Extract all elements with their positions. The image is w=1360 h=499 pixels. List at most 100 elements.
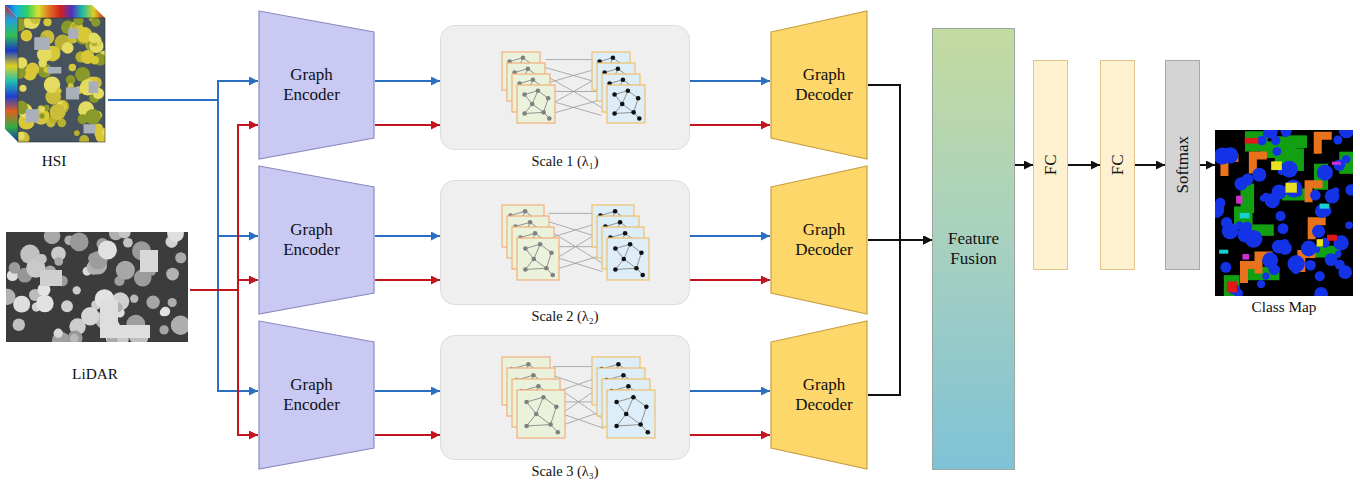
graph-vertex [644, 405, 649, 410]
graph-frame [517, 238, 559, 280]
connector [375, 80, 440, 82]
scale-panel-graphic [440, 180, 690, 305]
graph-edge [617, 425, 641, 426]
graph-edge [534, 259, 547, 268]
node-label: Scale 2 (λ₂) [440, 308, 690, 325]
graph-edge [636, 253, 641, 269]
graph-vertex [538, 242, 543, 247]
tree-return [13, 319, 25, 331]
tree-return [70, 233, 89, 252]
graph-edge [534, 244, 540, 259]
tree-return [70, 334, 79, 342]
class-patch [1240, 213, 1250, 218]
lidar-ground [6, 232, 188, 342]
tree-return [13, 296, 30, 313]
graph-vertex [556, 430, 561, 435]
graph-decoder: Graph Decoder [770, 10, 868, 160]
tree-return [81, 307, 99, 325]
graph-edge [641, 407, 647, 425]
graph-vertex [612, 92, 617, 97]
class-patch [1290, 258, 1299, 267]
tree-return [118, 232, 130, 239]
class-patch [1314, 247, 1320, 253]
connector [1068, 164, 1100, 166]
tree-crown [18, 57, 27, 68]
trapezoid-outline [259, 166, 374, 314]
connector [1200, 164, 1215, 166]
graph-layer [517, 390, 565, 438]
panel-background [441, 26, 690, 150]
class-patch [1242, 254, 1249, 259]
building [48, 67, 62, 74]
tree-return [161, 307, 171, 317]
class-patch [1339, 130, 1353, 138]
tree-return [171, 316, 188, 335]
class-map-image [1208, 123, 1360, 302]
building [84, 124, 96, 133]
tree-crown [79, 135, 89, 142]
graph-vertex [522, 92, 527, 97]
tree-crown [62, 42, 74, 54]
graph-vertex [618, 220, 623, 225]
tree-return [160, 309, 168, 317]
map-ground [1215, 130, 1353, 296]
class-patch [1242, 222, 1252, 232]
building-return [140, 250, 158, 272]
connector [868, 85, 932, 240]
graph-vertex [531, 373, 536, 378]
graph-vertex [626, 88, 631, 93]
graph-edge [615, 268, 636, 269]
class-patch [1345, 222, 1353, 230]
graph-layer [517, 85, 555, 123]
graph-vertex [534, 412, 539, 417]
connector [1135, 164, 1165, 166]
graph-vertex [614, 400, 619, 405]
class-patch [1317, 239, 1323, 246]
node-label: LiDAR [0, 365, 190, 383]
class-patch [1315, 271, 1325, 281]
graph-vertex [631, 110, 636, 115]
tree-crown [18, 132, 25, 140]
node-label: FC [1041, 155, 1061, 176]
class-patch [1262, 273, 1269, 280]
class-patch [1222, 147, 1238, 163]
class-patch [1327, 235, 1337, 241]
trapezoid-outline [259, 11, 374, 159]
connector [690, 124, 770, 126]
tree-crown [50, 104, 66, 120]
building [34, 37, 50, 50]
graph-vertex [628, 242, 633, 247]
graph-vertex [544, 266, 549, 271]
connector [190, 290, 258, 435]
class-patch [1287, 255, 1304, 272]
graph-vertex [616, 362, 621, 367]
graph-frame [607, 85, 645, 123]
connector [108, 81, 258, 100]
class-patch [1215, 198, 1225, 208]
connector [690, 80, 770, 82]
class-patch [1236, 196, 1242, 204]
graph-frame [517, 390, 565, 438]
panel-background [441, 336, 690, 460]
class-patch [1278, 223, 1289, 234]
graph-edge [527, 414, 537, 426]
class-patch [1310, 190, 1321, 201]
graph-vertex [639, 250, 644, 255]
graph-vertex [530, 102, 535, 107]
node-label: FC [1108, 155, 1128, 176]
connector [375, 235, 440, 237]
node-label: Graph Encoder [276, 375, 348, 414]
tree-crown [74, 18, 84, 26]
class-patch [1314, 287, 1328, 296]
connector [690, 390, 770, 392]
tree-crown [91, 18, 100, 27]
graph-edge [543, 397, 556, 407]
graph-vertex [636, 96, 641, 101]
class-patch [1263, 130, 1273, 138]
graph-vertex [638, 422, 643, 427]
graph-vertex [626, 384, 631, 389]
trapezoid-outline [259, 321, 374, 469]
graph-edge [527, 402, 537, 414]
graph-layer [607, 85, 645, 123]
